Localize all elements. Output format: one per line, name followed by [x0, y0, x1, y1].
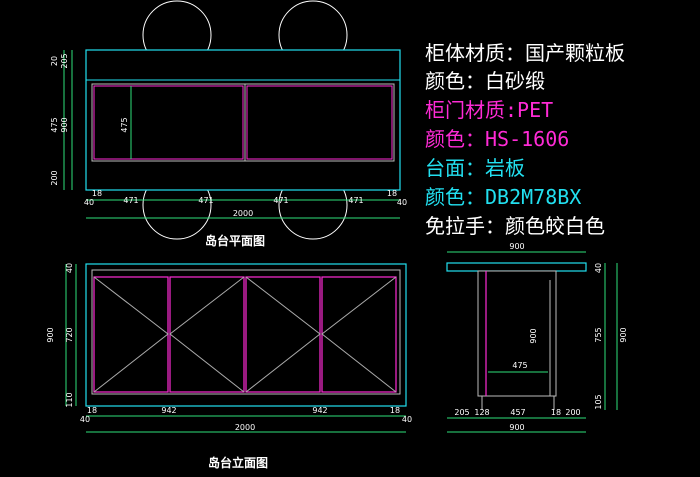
plan-inner-height-label: 475: [120, 117, 129, 132]
elevation-left-dim-110: 110: [65, 392, 74, 407]
plan-bottom-dim-471-2: 471: [198, 196, 213, 205]
elevation-left-dim-720: 720: [65, 327, 74, 342]
plan-bottom-dim-18-right: 18: [387, 189, 397, 198]
side-bottom-dim-200: 200: [565, 408, 580, 417]
spec-door-material: 柜门材质:PET: [425, 98, 554, 122]
side-right-dim-105: 105: [594, 394, 603, 409]
spec-countertop: 台面：岩板: [425, 156, 525, 180]
side-total-dim: 900: [509, 423, 524, 432]
plan-bottom-dim-471-4: 471: [348, 196, 363, 205]
plan-cabinet-right: [244, 83, 395, 162]
elevation-door-4-swing: [321, 276, 397, 393]
elevation-left-dim-900: 900: [46, 327, 55, 342]
elevation-door-1-swing: [93, 276, 169, 393]
elevation-bottom-dim-942-right: 942: [312, 406, 327, 415]
side-right-dim-755: 755: [594, 327, 603, 342]
plan-view-title: 岛台平面图: [205, 234, 266, 248]
plan-view: 475 20 205 475 900 200 18 40 471 471 471…: [50, 0, 407, 240]
elevation-bottom-dim-40-left: 40: [80, 415, 90, 424]
plan-cabinet-left: [91, 83, 246, 162]
plan-left-dim-900: 900: [60, 117, 69, 132]
elevation-total-dim: 2000: [235, 423, 255, 432]
plan-bottom-dim-18-left: 18: [92, 189, 102, 198]
plan-left-dim-20: 20: [50, 56, 59, 66]
spec-handle: 免拉手：颜色皎白色: [425, 214, 605, 238]
elevation-left-dim-40: 40: [65, 263, 74, 273]
side-cabinet: [477, 270, 557, 397]
side-bottom-dim-128: 128: [474, 408, 489, 417]
elevation-inner: [91, 269, 401, 395]
elevation-bottom-dim-18-left: 18: [87, 406, 97, 415]
elevation-door-2-swing: [169, 276, 245, 393]
side-bottom-dim-457: 457: [510, 408, 525, 417]
side-view: 475 900 900 40 755 900 105 205 128 457 1…: [446, 242, 628, 433]
side-bottom-dim-205: 205: [454, 408, 469, 417]
side-right-dim-40: 40: [594, 263, 603, 273]
plan-bottom-dim-40-left: 40: [84, 198, 94, 207]
side-right-dim-900: 900: [619, 327, 628, 342]
side-top-dim: 900: [509, 242, 524, 251]
elevation-view: 40 900 720 110 18 942 942 18 40 40 2000: [46, 263, 412, 433]
plan-door-right: [246, 85, 393, 160]
plan-left-dim-200: 200: [50, 170, 59, 185]
spec-door-color: 颜色：HS-1606: [425, 127, 570, 151]
elevation-door-3-swing: [245, 276, 321, 393]
plan-left-dim-475: 475: [50, 117, 59, 132]
spec-countertop-color: 颜色：DB2M78BX: [425, 185, 582, 209]
plan-door-left: [93, 85, 244, 160]
plan-bottom-dim-471-3: 471: [273, 196, 288, 205]
side-bottom-dim-18: 18: [551, 408, 561, 417]
elevation-bottom-dim-942-left: 942: [161, 406, 176, 415]
spec-cabinet-material: 柜体材质：国产颗粒板: [425, 41, 625, 65]
plan-bottom-dim-471-1: 471: [123, 196, 138, 205]
side-inner-width-label: 475: [512, 361, 527, 370]
plan-bottom-dim-40-right: 40: [397, 198, 407, 207]
side-inner-depth-label: 900: [529, 328, 538, 343]
elevation-bottom-dim-18-right: 18: [390, 406, 400, 415]
plan-total-dim: 2000: [233, 209, 253, 218]
elevation-bottom-dim-40-right: 40: [402, 415, 412, 424]
side-countertop: [446, 262, 587, 272]
elevation-view-title: 岛台立面图: [208, 456, 269, 470]
plan-left-dim-205: 205: [60, 53, 69, 68]
spec-cabinet-color: 颜色：白砂缎: [425, 69, 545, 93]
